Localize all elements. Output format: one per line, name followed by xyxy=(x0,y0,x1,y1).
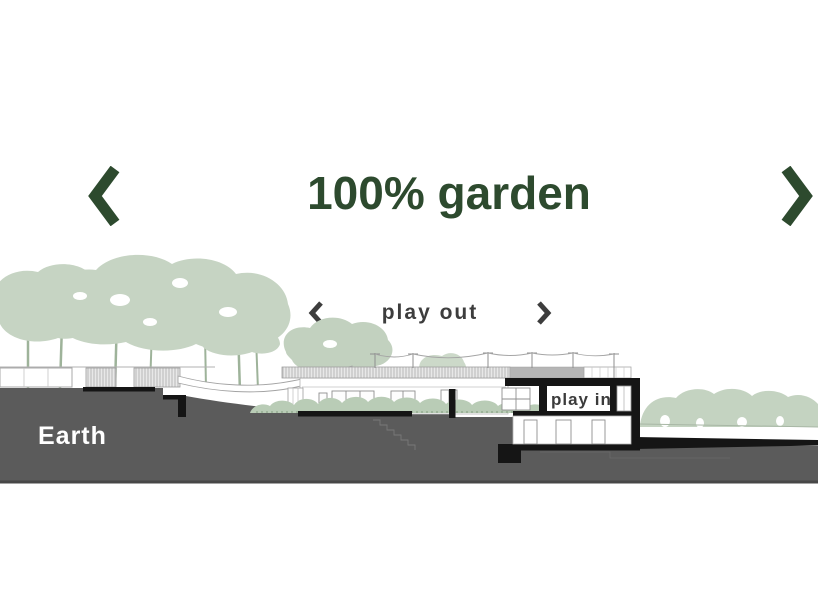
prev-slide-button[interactable] xyxy=(88,165,120,227)
play-out-prev-button[interactable] xyxy=(308,301,324,325)
play-in-room xyxy=(547,386,610,411)
lower-floor xyxy=(512,415,632,445)
shrubs xyxy=(250,396,548,413)
play-out-next-button[interactable] xyxy=(536,301,552,325)
play-in-label: play in xyxy=(551,390,612,409)
section-cuts xyxy=(83,378,818,463)
play-out-label: play out xyxy=(381,301,479,324)
chevron-left-icon xyxy=(308,301,323,325)
earth-label: Earth xyxy=(38,422,107,450)
garden-fence xyxy=(0,366,215,388)
chevron-right-icon xyxy=(781,165,813,227)
next-slide-button[interactable] xyxy=(781,165,813,227)
roof-band xyxy=(281,366,632,379)
play-out-nav: play out xyxy=(308,299,552,327)
tree-canopies xyxy=(0,254,467,382)
page-title: 100% garden xyxy=(307,167,591,219)
net-poles xyxy=(370,352,619,378)
stairs xyxy=(373,419,416,450)
chevron-right-icon xyxy=(537,301,552,325)
earth-mass xyxy=(0,388,818,484)
net-cables xyxy=(374,352,615,359)
chevron-left-icon xyxy=(88,165,120,227)
play-in-building xyxy=(501,385,632,445)
doors xyxy=(523,419,606,445)
right-hedge xyxy=(639,388,818,428)
